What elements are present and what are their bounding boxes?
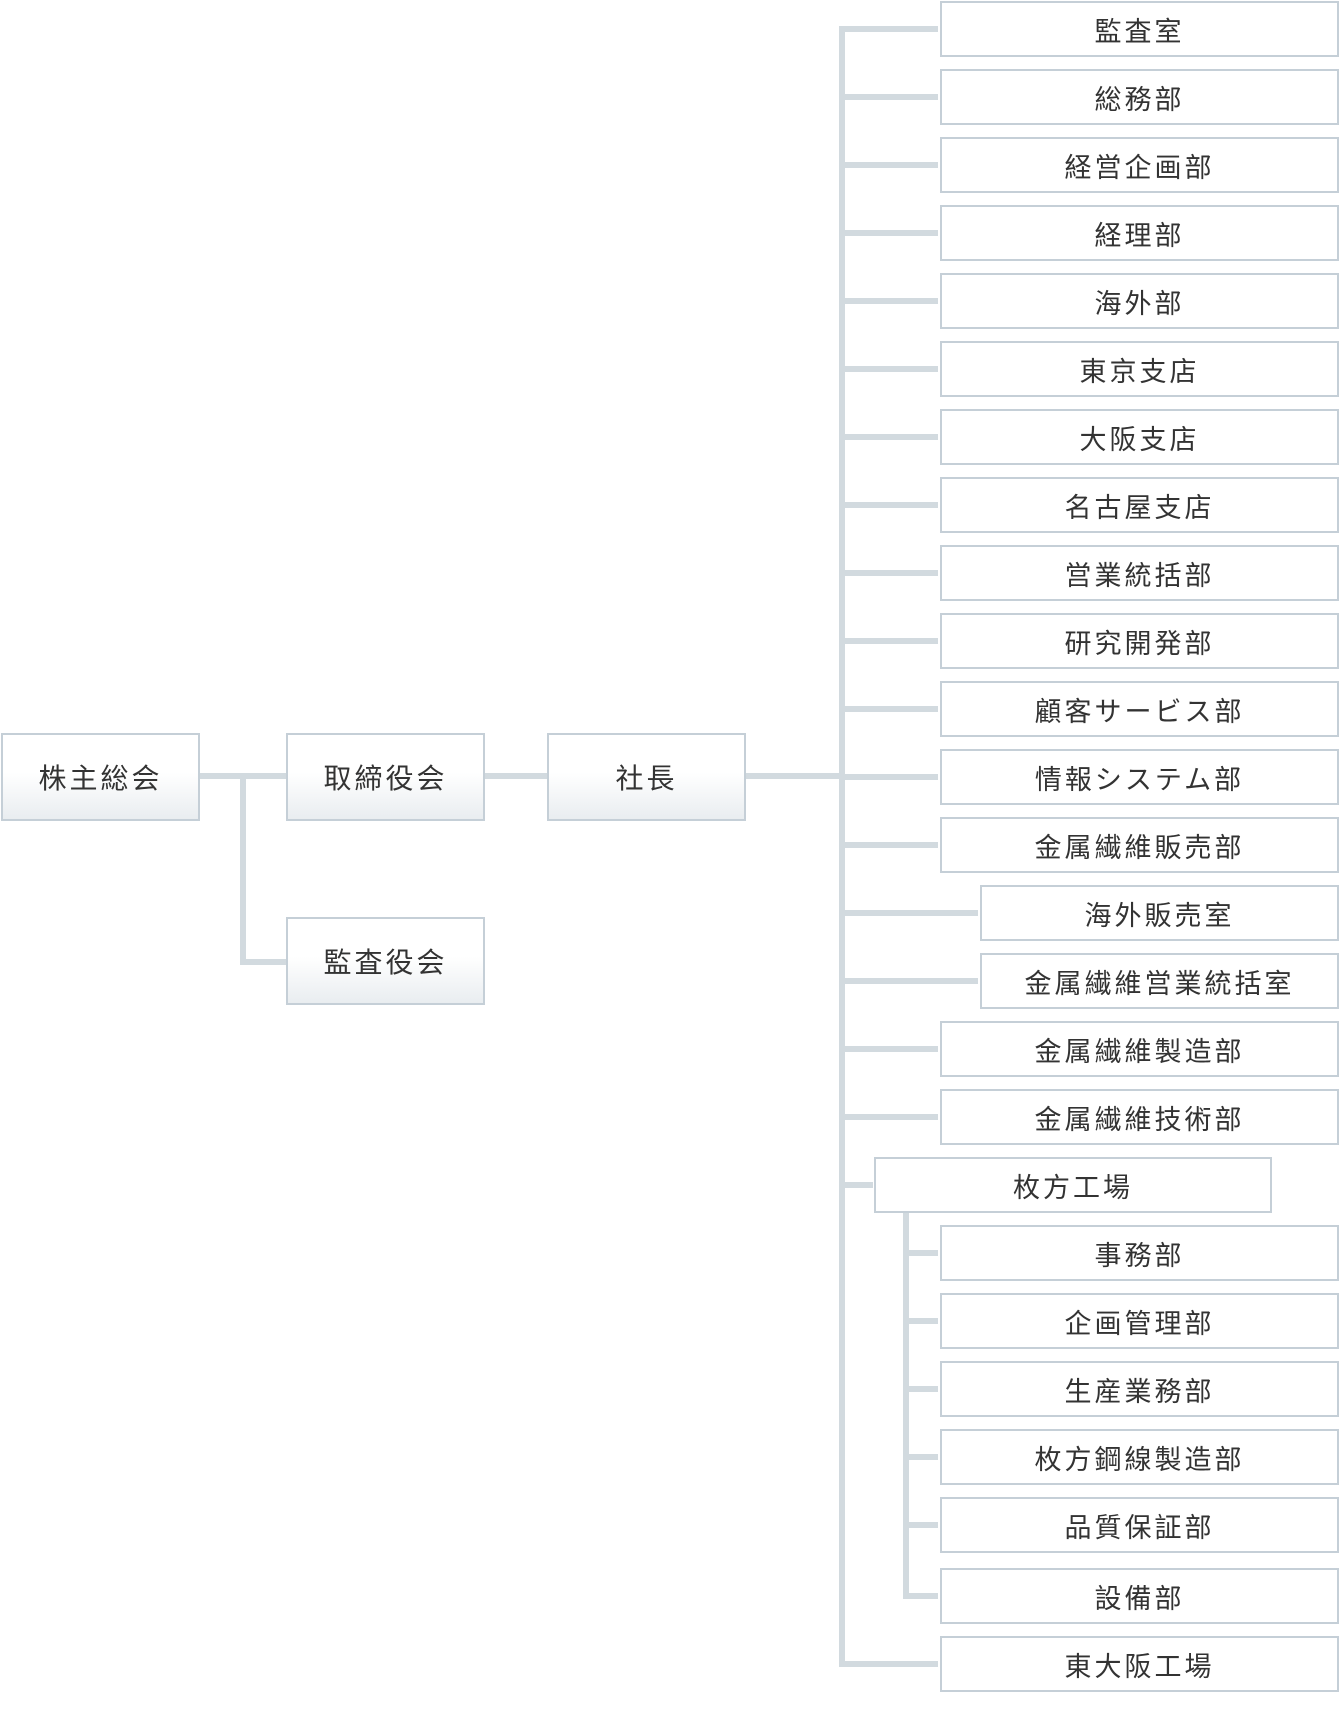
- dept-box-1: 総務部: [940, 69, 1339, 125]
- dept-box-4: 海外部: [940, 273, 1339, 329]
- dept-box-7: 名古屋支店: [940, 477, 1339, 533]
- connector-dept-5: [839, 366, 938, 372]
- connector-dept-23: [903, 1593, 938, 1599]
- connector-dept-1: [839, 94, 938, 100]
- node-shareholders-meeting: 株主総会: [1, 733, 200, 821]
- dept-box-22: 品質保証部: [940, 1497, 1339, 1553]
- dept-box-19: 企画管理部: [940, 1293, 1339, 1349]
- connector-dept-16: [839, 1114, 938, 1120]
- dept-box-6: 大阪支店: [940, 409, 1339, 465]
- connector-dept-12: [839, 842, 938, 848]
- dept-box-20: 生産業務部: [940, 1361, 1339, 1417]
- dept-box-8: 営業統括部: [940, 545, 1339, 601]
- dept-box-2: 経営企画部: [940, 137, 1339, 193]
- dept-box-15: 金属繊維製造部: [940, 1021, 1339, 1077]
- connector-dept-0: [839, 26, 938, 32]
- connector-dept-14: [839, 978, 978, 984]
- connector-dept-17: [839, 1182, 873, 1188]
- node-audit-board: 監査役会: [286, 917, 485, 1005]
- connector-dept-2: [839, 162, 938, 168]
- dept-box-11: 情報システム部: [940, 749, 1339, 805]
- connector-dept-19: [903, 1318, 938, 1324]
- connector-president-trunk: [746, 773, 842, 779]
- dept-box-12: 金属繊維販売部: [940, 817, 1339, 873]
- dept-box-24: 東大阪工場: [940, 1636, 1339, 1692]
- connector-audit-board: [240, 959, 287, 965]
- dept-box-16: 金属繊維技術部: [940, 1089, 1339, 1145]
- connector-hirakata-trunk: [903, 1209, 909, 1599]
- dept-box-9: 研究開発部: [940, 613, 1339, 669]
- connector-dept-18: [903, 1250, 938, 1256]
- connector-dept-8: [839, 570, 938, 576]
- connector-dept-20: [903, 1386, 938, 1392]
- connector-dept-9: [839, 638, 938, 644]
- dept-box-10: 顧客サービス部: [940, 681, 1339, 737]
- connector-dept-21: [903, 1454, 938, 1460]
- dept-box-23: 設備部: [940, 1568, 1339, 1624]
- connector-dept-13: [839, 910, 978, 916]
- dept-box-13: 海外販売室: [980, 885, 1339, 941]
- connector-audit-board-trunk: [240, 773, 246, 965]
- dept-box-5: 東京支店: [940, 341, 1339, 397]
- connector-dept-4: [839, 298, 938, 304]
- connector-dept-10: [839, 706, 938, 712]
- connector-dept-7: [839, 502, 938, 508]
- dept-box-0: 監査室: [940, 1, 1339, 57]
- dept-box-21: 枚方鋼線製造部: [940, 1429, 1339, 1485]
- connector-dept-6: [839, 434, 938, 440]
- connector-dept-24: [839, 1661, 938, 1667]
- node-president: 社長: [547, 733, 746, 821]
- connector-dept-3: [839, 230, 938, 236]
- connector-dept-11: [839, 774, 938, 780]
- connector-dept-22: [903, 1522, 938, 1528]
- dept-box-14: 金属繊維営業統括室: [980, 953, 1339, 1009]
- connector-dept-15: [839, 1046, 938, 1052]
- dept-box-3: 経理部: [940, 205, 1339, 261]
- dept-box-18: 事務部: [940, 1225, 1339, 1281]
- connector-board-president: [485, 773, 547, 779]
- node-board-of-directors: 取締役会: [286, 733, 485, 821]
- dept-box-17: 枚方工場: [874, 1157, 1272, 1213]
